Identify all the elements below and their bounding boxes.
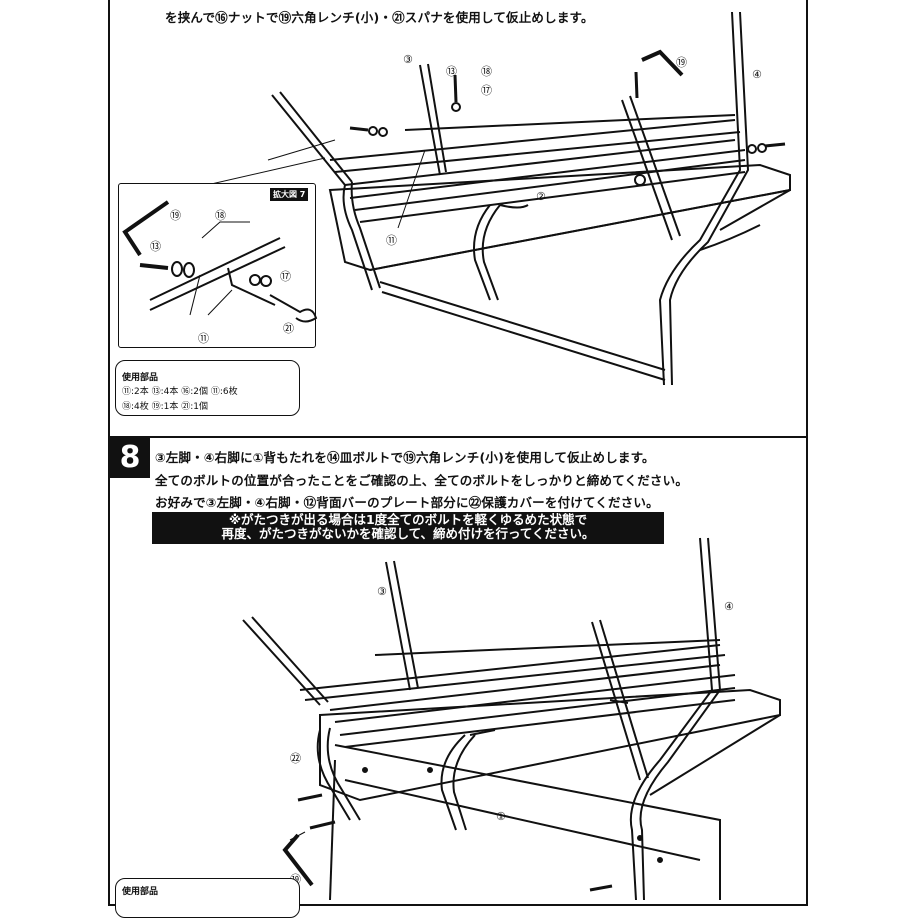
label-bolt-7: ⑬ — [446, 65, 457, 78]
label-right-leg-7: ④ — [752, 68, 762, 81]
step7-parts-box — [115, 360, 300, 416]
label-cover-8: ㉒ — [290, 752, 301, 765]
label-left-leg-7: ③ — [403, 53, 413, 66]
label-right-leg-8: ④ — [724, 600, 734, 613]
label-wrench-7: ⑲ — [676, 56, 687, 69]
step8-number: 8 — [110, 438, 150, 478]
step8-warning-line2: 再度、がたつきがないかを確認して、締め付けを行ってください。 — [221, 526, 595, 541]
step8-parts-title: 使用部品 — [122, 887, 159, 897]
zoom-label-spanner: ㉑ — [283, 322, 294, 335]
label-left-leg-8: ③ — [377, 585, 387, 598]
step8-line2: 全てのボルトの位置が合ったことをご確認の上、全てのボルトをしっかりと締めてくださ… — [155, 473, 689, 488]
zoom-title: 拡大図 7 — [270, 188, 309, 201]
zoom-label-spring: ⑰ — [280, 270, 291, 283]
zoom-label-wrench: ⑲ — [170, 209, 181, 222]
label-washer-7: ⑱ — [481, 65, 492, 78]
zoom-label-bolt: ⑬ — [150, 240, 161, 253]
label-nut-7: ⑰ — [481, 84, 492, 97]
step7-parts-title: 使用部品 — [122, 373, 159, 383]
label-backrest-8: ① — [496, 810, 506, 823]
step8-warning: ※がたつきが出る場合は1度全てのボルトを軽くゆるめた状態で 再度、がたつきがない… — [152, 512, 664, 544]
step7-parts-line2: ⑱:4枚 ⑲:1本 ㉑:1個 — [122, 402, 208, 412]
step7-parts-line1: ⑪:2本 ⑬:4本 ⑯:2個 ⑪:6枚 — [122, 387, 238, 397]
step7-illustration — [149, 11, 791, 386]
step8-warning-line1: ※がたつきが出る場合は1度全てのボルトを軽くゆるめた状態で — [228, 512, 588, 527]
zoom-label-washer: ⑱ — [215, 209, 226, 222]
label-plate-7: ⑪ — [386, 234, 397, 247]
zoom-label-plate: ⑪ — [198, 332, 209, 345]
step8-line3: お好みで③左脚・④右脚・⑫背面バーのプレート部分に㉒保護カバーを付けてください。 — [155, 495, 659, 510]
step7-instruction: を挟んで⑯ナットで⑲六角レンチ(小)・㉑スパナを使用して仮止めします。 — [165, 10, 594, 25]
label-bar-7: ② — [536, 190, 546, 203]
step8-line1: ③左脚・④右脚に①背もたれを⑭皿ボルトで⑲六角レンチ(小)を使用して仮止めします… — [155, 450, 655, 465]
zoom-illustration — [122, 200, 318, 323]
